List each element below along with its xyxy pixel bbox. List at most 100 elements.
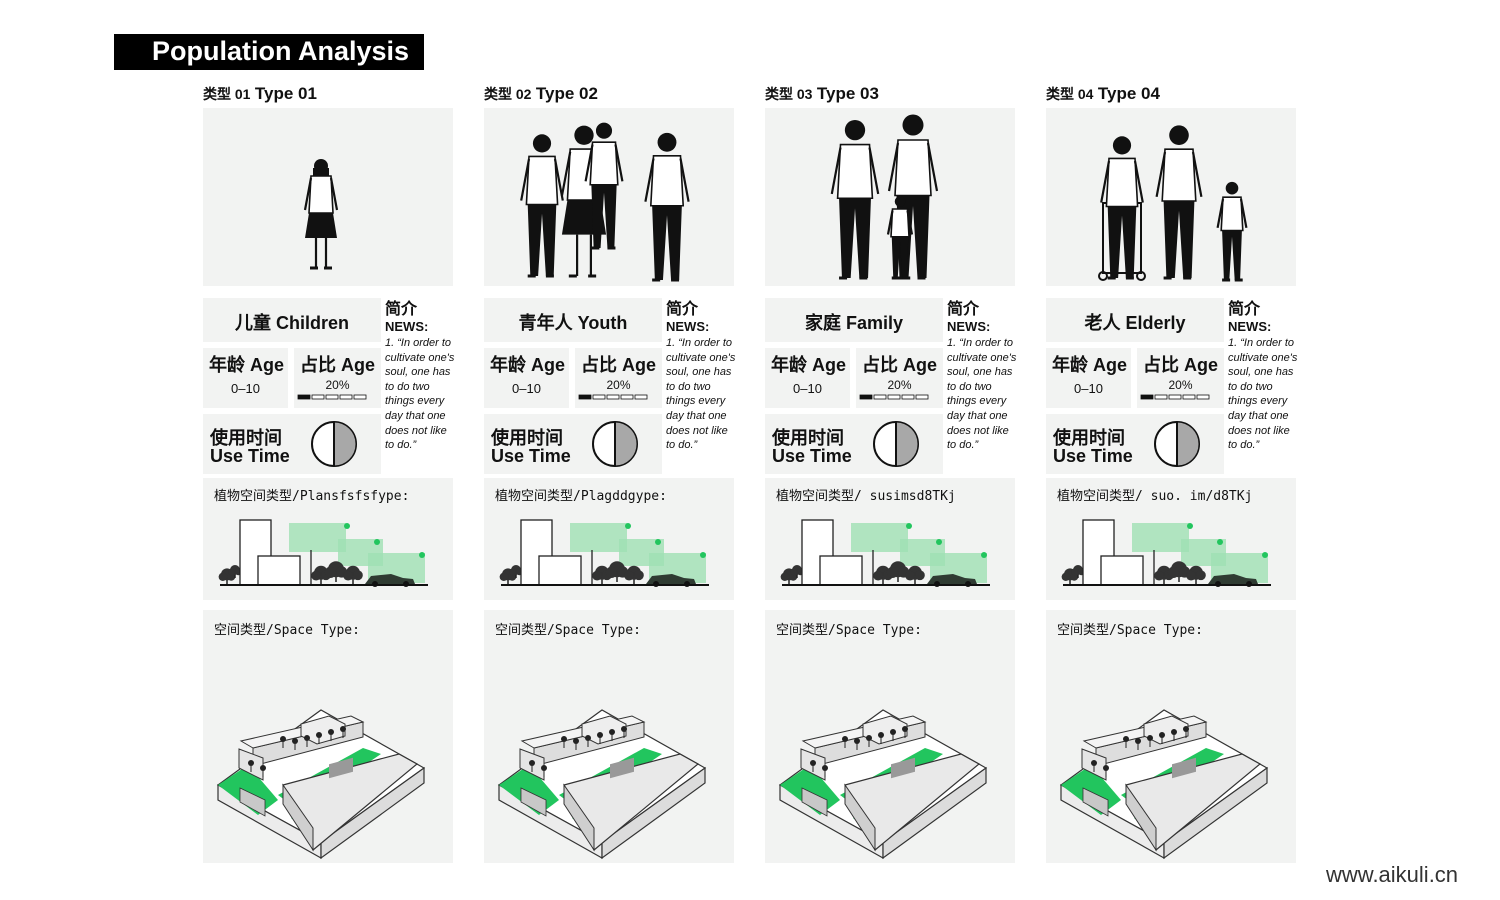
type-number-cn: 类型 03 — [765, 86, 813, 102]
type-number-cn: 类型 02 — [484, 86, 532, 102]
population-illustration — [1046, 108, 1296, 286]
type-number-en: Type 01 — [254, 84, 317, 103]
news-body: 1. “In order to cultivate one's soul, on… — [1228, 337, 1298, 452]
group-name-box: 儿童 Children — [203, 298, 381, 342]
type-heading: 类型 03 Type 03 — [765, 84, 879, 104]
type-number-en: Type 04 — [1097, 84, 1160, 103]
ratio-progress-bar — [578, 394, 648, 400]
news-title: 简介 — [1228, 301, 1261, 318]
group-name-box: 家庭 Family — [765, 298, 943, 342]
plant-space-diagram — [218, 519, 428, 587]
group-name-box: 老人 Elderly — [1046, 298, 1224, 342]
population-type-column-4: 类型 04 Type 04 老人 Elderly 年龄 Age 0–10 占比 … — [1046, 0, 1298, 900]
space-axonometric-diagram — [1059, 709, 1269, 860]
use-time-label-cn: 使用时间 — [772, 428, 844, 448]
news-panel: 简介 NEWS: 1. “In order to cultivate one's… — [666, 300, 736, 453]
news-subtitle: NEWS: — [947, 319, 991, 334]
type-heading: 类型 01 Type 01 — [203, 84, 317, 104]
family-figures — [830, 114, 939, 280]
use-time-label-en: Use Time — [491, 446, 571, 466]
space-type-label: 空间类型/Space Type: — [1057, 623, 1203, 638]
news-subtitle: NEWS: — [385, 319, 429, 334]
age-box: 年龄 Age 0–10 — [203, 348, 288, 408]
group-name: 儿童 Children — [234, 313, 349, 333]
youth-group-figures — [520, 122, 690, 282]
news-body: 1. “In order to cultivate one's soul, on… — [385, 337, 455, 452]
news-title: 简介 — [385, 301, 418, 318]
ratio-label: 占比 Age — [1143, 355, 1219, 375]
elderly-with-walker-figures — [1098, 125, 1248, 282]
type-number-en: Type 03 — [816, 84, 879, 103]
use-time-box: 使用时间 Use Time — [1046, 414, 1224, 474]
space-type-label: 空间类型/Space Type: — [214, 623, 360, 638]
news-subtitle: NEWS: — [666, 319, 710, 334]
space-type-panel: 空间类型/Space Type: — [203, 610, 453, 863]
plant-space-label: 植物空间类型/ susimsd8TKj — [776, 489, 956, 504]
news-panel: 简介 NEWS: 1. “In order to cultivate one's… — [947, 300, 1017, 453]
clock-pie-icon — [873, 421, 919, 467]
ratio-progress-bar — [1140, 394, 1210, 400]
clock-pie-icon — [1154, 421, 1200, 467]
type-number-cn: 类型 04 — [1046, 86, 1094, 102]
plant-space-label: 植物空间类型/Plansfsfsfype: — [214, 489, 410, 504]
age-label: 年龄 Age — [771, 355, 847, 375]
ratio-value: 20% — [887, 378, 912, 392]
group-name: 老人 Elderly — [1084, 313, 1186, 333]
population-type-column-3: 类型 03 Type 03 家庭 Family 年龄 Age 0–10 占比 A… — [765, 0, 1017, 900]
ratio-value: 20% — [1168, 378, 1193, 392]
use-time-label-en: Use Time — [210, 446, 290, 466]
age-value: 0–10 — [793, 381, 822, 396]
plant-space-panel: 植物空间类型/ suo. im/d8TKj — [1046, 478, 1296, 600]
use-time-label-en: Use Time — [1053, 446, 1133, 466]
ratio-box: 占比 Age 20% — [856, 348, 943, 408]
space-type-panel: 空间类型/Space Type: — [484, 610, 734, 863]
type-heading: 类型 04 Type 04 — [1046, 84, 1160, 104]
age-label: 年龄 Age — [209, 355, 285, 375]
type-number-en: Type 02 — [535, 84, 598, 103]
use-time-label-cn: 使用时间 — [210, 428, 282, 448]
space-axonometric-diagram — [778, 709, 988, 860]
news-subtitle: NEWS: — [1228, 319, 1272, 334]
plant-space-diagram — [499, 519, 709, 587]
age-value: 0–10 — [1074, 381, 1103, 396]
population-type-column-2: 类型 02 Type 02 青年人 Youth 年龄 Age 0–10 占比 A… — [484, 0, 736, 900]
plant-space-label: 植物空间类型/ suo. im/d8TKj — [1057, 489, 1253, 504]
ratio-label: 占比 Age — [862, 355, 938, 375]
space-axonometric-diagram — [216, 709, 426, 860]
news-body: 1. “In order to cultivate one's soul, on… — [947, 337, 1017, 452]
ratio-progress-bar — [297, 394, 367, 400]
group-name: 家庭 Family — [804, 313, 904, 333]
ratio-box: 占比 Age 20% — [1137, 348, 1224, 408]
ratio-label: 占比 Age — [300, 355, 376, 375]
plant-space-panel: 植物空间类型/ susimsd8TKj — [765, 478, 1015, 600]
plant-space-diagram — [1061, 519, 1271, 587]
child-with-binoculars-figure — [303, 159, 339, 270]
ratio-box: 占比 Age 20% — [575, 348, 662, 408]
page-title: Population Analysis — [152, 36, 410, 66]
ratio-box: 占比 Age 20% — [294, 348, 381, 408]
population-illustration — [203, 108, 453, 286]
use-time-box: 使用时间 Use Time — [484, 414, 662, 474]
page-title-bar: Population Analysis — [114, 34, 424, 70]
use-time-label-cn: 使用时间 — [1053, 428, 1125, 448]
space-type-panel: 空间类型/Space Type: — [1046, 610, 1296, 863]
plant-space-panel: 植物空间类型/Plagddgype: — [484, 478, 734, 600]
type-heading: 类型 02 Type 02 — [484, 84, 598, 104]
age-value: 0–10 — [231, 381, 260, 396]
news-title: 简介 — [947, 301, 980, 318]
clock-pie-icon — [311, 421, 357, 467]
age-label: 年龄 Age — [490, 355, 566, 375]
ratio-label: 占比 Age — [581, 355, 657, 375]
use-time-label-cn: 使用时间 — [491, 428, 563, 448]
population-illustration — [484, 108, 734, 286]
use-time-box: 使用时间 Use Time — [765, 414, 943, 474]
type-number-cn: 类型 01 — [203, 86, 251, 102]
population-type-column-1: 类型 01 Type 01 儿童 Children 年龄 Age 0–10 占比… — [203, 0, 455, 900]
ratio-value: 20% — [325, 378, 350, 392]
news-body: 1. “In order to cultivate one's soul, on… — [666, 337, 736, 452]
space-type-panel: 空间类型/Space Type: — [765, 610, 1015, 863]
space-type-label: 空间类型/Space Type: — [776, 623, 922, 638]
group-name: 青年人 Youth — [518, 313, 628, 333]
watermark: www.aikuli.cn — [1326, 862, 1459, 887]
ratio-progress-bar — [859, 394, 929, 400]
